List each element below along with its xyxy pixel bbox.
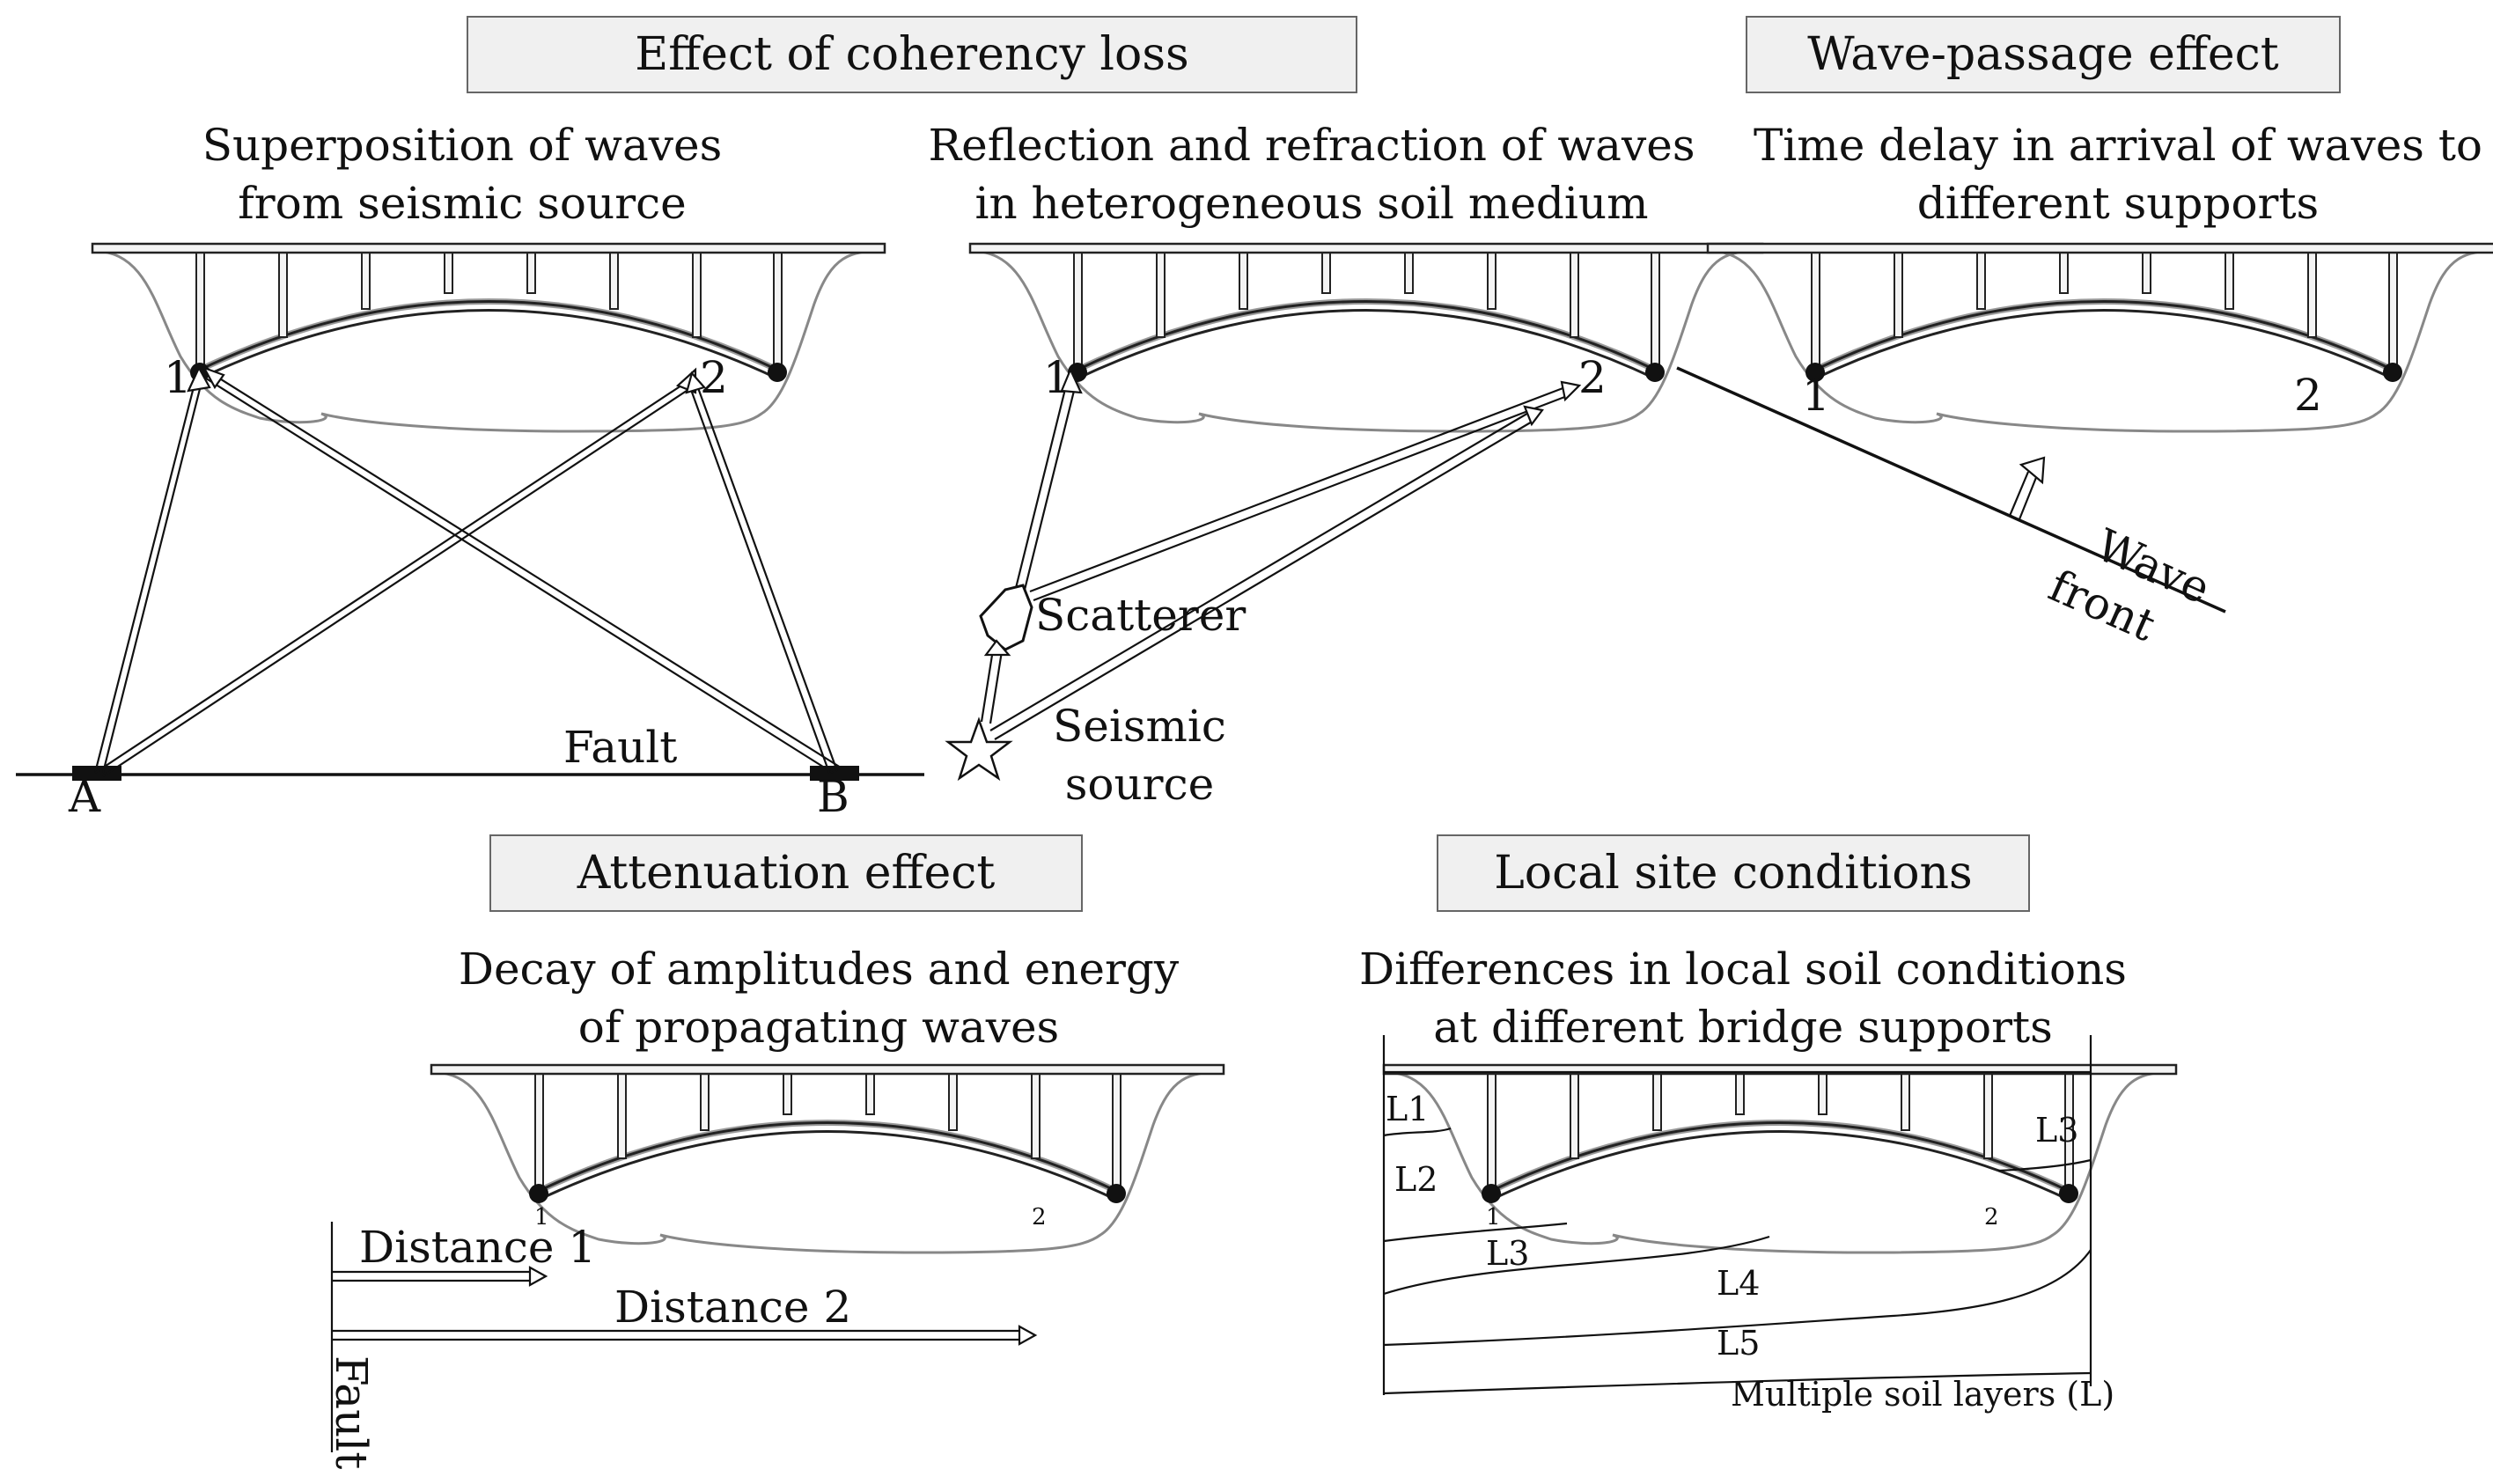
support-label-2: 2 [2294,370,2322,421]
wave-rays-reflection [980,367,1582,740]
bridge-panel-superposition [92,244,885,431]
support-label-1: 1 [1486,1204,1501,1231]
support-label-2: 2 [1032,1204,1047,1231]
distance-2-label: Distance 2 [614,1282,852,1333]
point-a-marker [72,766,121,781]
soil-layer-label-l1: L1 [1386,1090,1430,1128]
header-coherency-loss: Effect of coherency loss [467,16,1357,93]
wave-front-line [1676,366,2226,613]
support-label-1: 1 [534,1204,549,1231]
point-b-label: B [817,771,849,822]
header-local-site: Local site conditions [1437,834,2030,912]
wave-rays-superposition [93,365,842,777]
wave-front-arrow [2008,456,2046,520]
header-wave-passage: Wave-passage effect [1746,16,2341,93]
support-label-2: 2 [700,352,728,403]
soil-layer-label-l2: L2 [1394,1160,1438,1199]
header-attenuation: Attenuation effect [489,834,1083,912]
bridge-panel-local-site [1384,1065,2176,1253]
distance-arrows [332,1266,1038,1346]
soil-layer-lines [1382,1035,2092,1395]
support-label-1: 1 [1802,370,1830,421]
soil-layer-label-l3-right: L3 [2035,1111,2079,1150]
distance-1-label: Distance 1 [359,1222,597,1273]
soil-layer-label-l3-left: L3 [1486,1234,1530,1273]
support-label-2: 2 [1578,352,1607,403]
scatterer-label: Scatterer [1035,590,1246,641]
multiple-soil-layers-label: Multiple soil layers (L) [1731,1375,2115,1414]
fault-vertical-label: Fault [326,1355,377,1470]
point-b-marker [810,766,859,781]
soil-layer-label-l5: L5 [1717,1324,1761,1363]
support-label-1: 1 [1043,352,1071,403]
support-label-2: 2 [1984,1204,1999,1231]
soil-layer-label-l4: L4 [1717,1264,1761,1303]
seismic-source-star [945,716,1013,782]
bridge-panel-reflection [970,244,1762,431]
point-a-label: A [69,771,101,822]
scatterer-shape [979,584,1033,651]
fault-label: Fault [563,722,678,773]
support-label-1: 1 [164,352,192,403]
